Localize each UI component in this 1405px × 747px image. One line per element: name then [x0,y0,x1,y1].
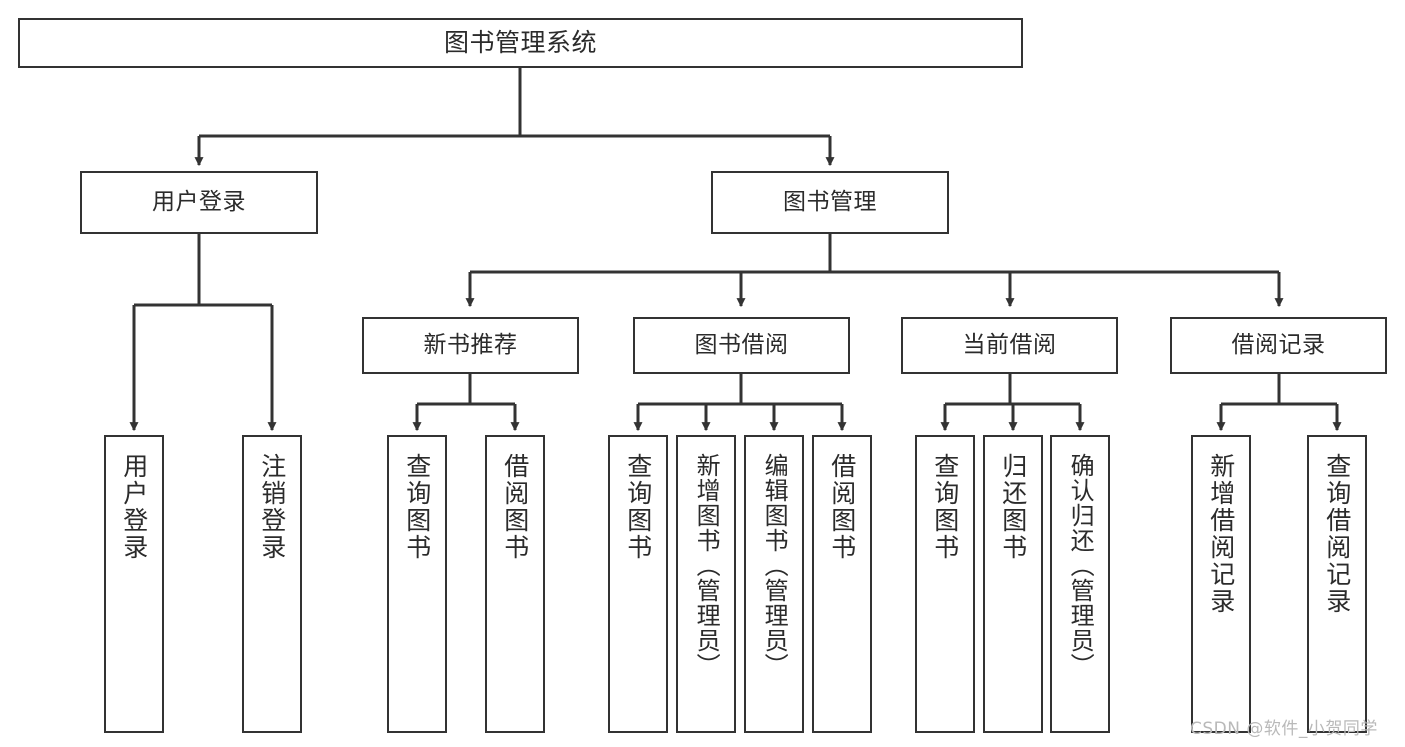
node-new-book-recommendation[interactable]: 新书推荐 [362,317,579,374]
leaf-borrow-book-recommend[interactable]: 借阅图书 [485,435,545,733]
node-label: 图书借阅 [694,331,789,358]
node-user-login[interactable]: 用户登录 [80,171,318,234]
node-label: 图书管理 [783,188,877,215]
leaf-confirm-return-admin[interactable]: 确认归还（管理员） [1050,435,1110,733]
node-label: 当前借阅 [962,331,1057,358]
leaf-logout[interactable]: 注销登录 [242,435,302,733]
node-label: 编辑图书（管理员） [760,453,789,678]
node-borrowing-record[interactable]: 借阅记录 [1170,317,1387,374]
node-current-borrowing[interactable]: 当前借阅 [901,317,1118,374]
csdn-watermark: CSDN @软件_小贺同学 [1190,719,1378,739]
leaf-borrow-book[interactable]: 借阅图书 [812,435,872,733]
node-label: 借阅记录 [1231,331,1326,358]
leaf-query-book-current[interactable]: 查询图书 [915,435,975,733]
node-label: 归还图书 [998,453,1028,561]
node-label: 新增借阅记录 [1206,453,1236,615]
node-label: 确认归还（管理员） [1066,453,1095,678]
leaf-add-book-admin[interactable]: 新增图书（管理员） [676,435,736,733]
leaf-return-book[interactable]: 归还图书 [983,435,1043,733]
node-label: 新增图书（管理员） [692,453,721,678]
leaf-query-book-borrow[interactable]: 查询图书 [608,435,668,733]
node-label: 新书推荐 [423,331,518,358]
node-label: 查询图书 [623,453,653,561]
node-label: 用户登录 [152,188,246,215]
node-label: 用户登录 [119,453,149,561]
node-label: 借阅图书 [827,453,857,561]
node-book-borrowing[interactable]: 图书借阅 [633,317,850,374]
leaf-query-borrow-record[interactable]: 查询借阅记录 [1307,435,1367,733]
leaf-edit-book-admin[interactable]: 编辑图书（管理员） [744,435,804,733]
node-label: 查询图书 [930,453,960,561]
node-label: 查询图书 [402,453,432,561]
node-root-book-management-system[interactable]: 图书管理系统 [18,18,1023,68]
node-label: 注销登录 [257,453,287,561]
leaf-query-book-recommend[interactable]: 查询图书 [387,435,447,733]
node-label: 借阅图书 [500,453,530,561]
node-book-management[interactable]: 图书管理 [711,171,949,234]
leaf-add-borrow-record[interactable]: 新增借阅记录 [1191,435,1251,733]
node-label: 图书管理系统 [443,28,597,58]
leaf-user-login[interactable]: 用户登录 [104,435,164,733]
node-label: 查询借阅记录 [1322,453,1352,615]
